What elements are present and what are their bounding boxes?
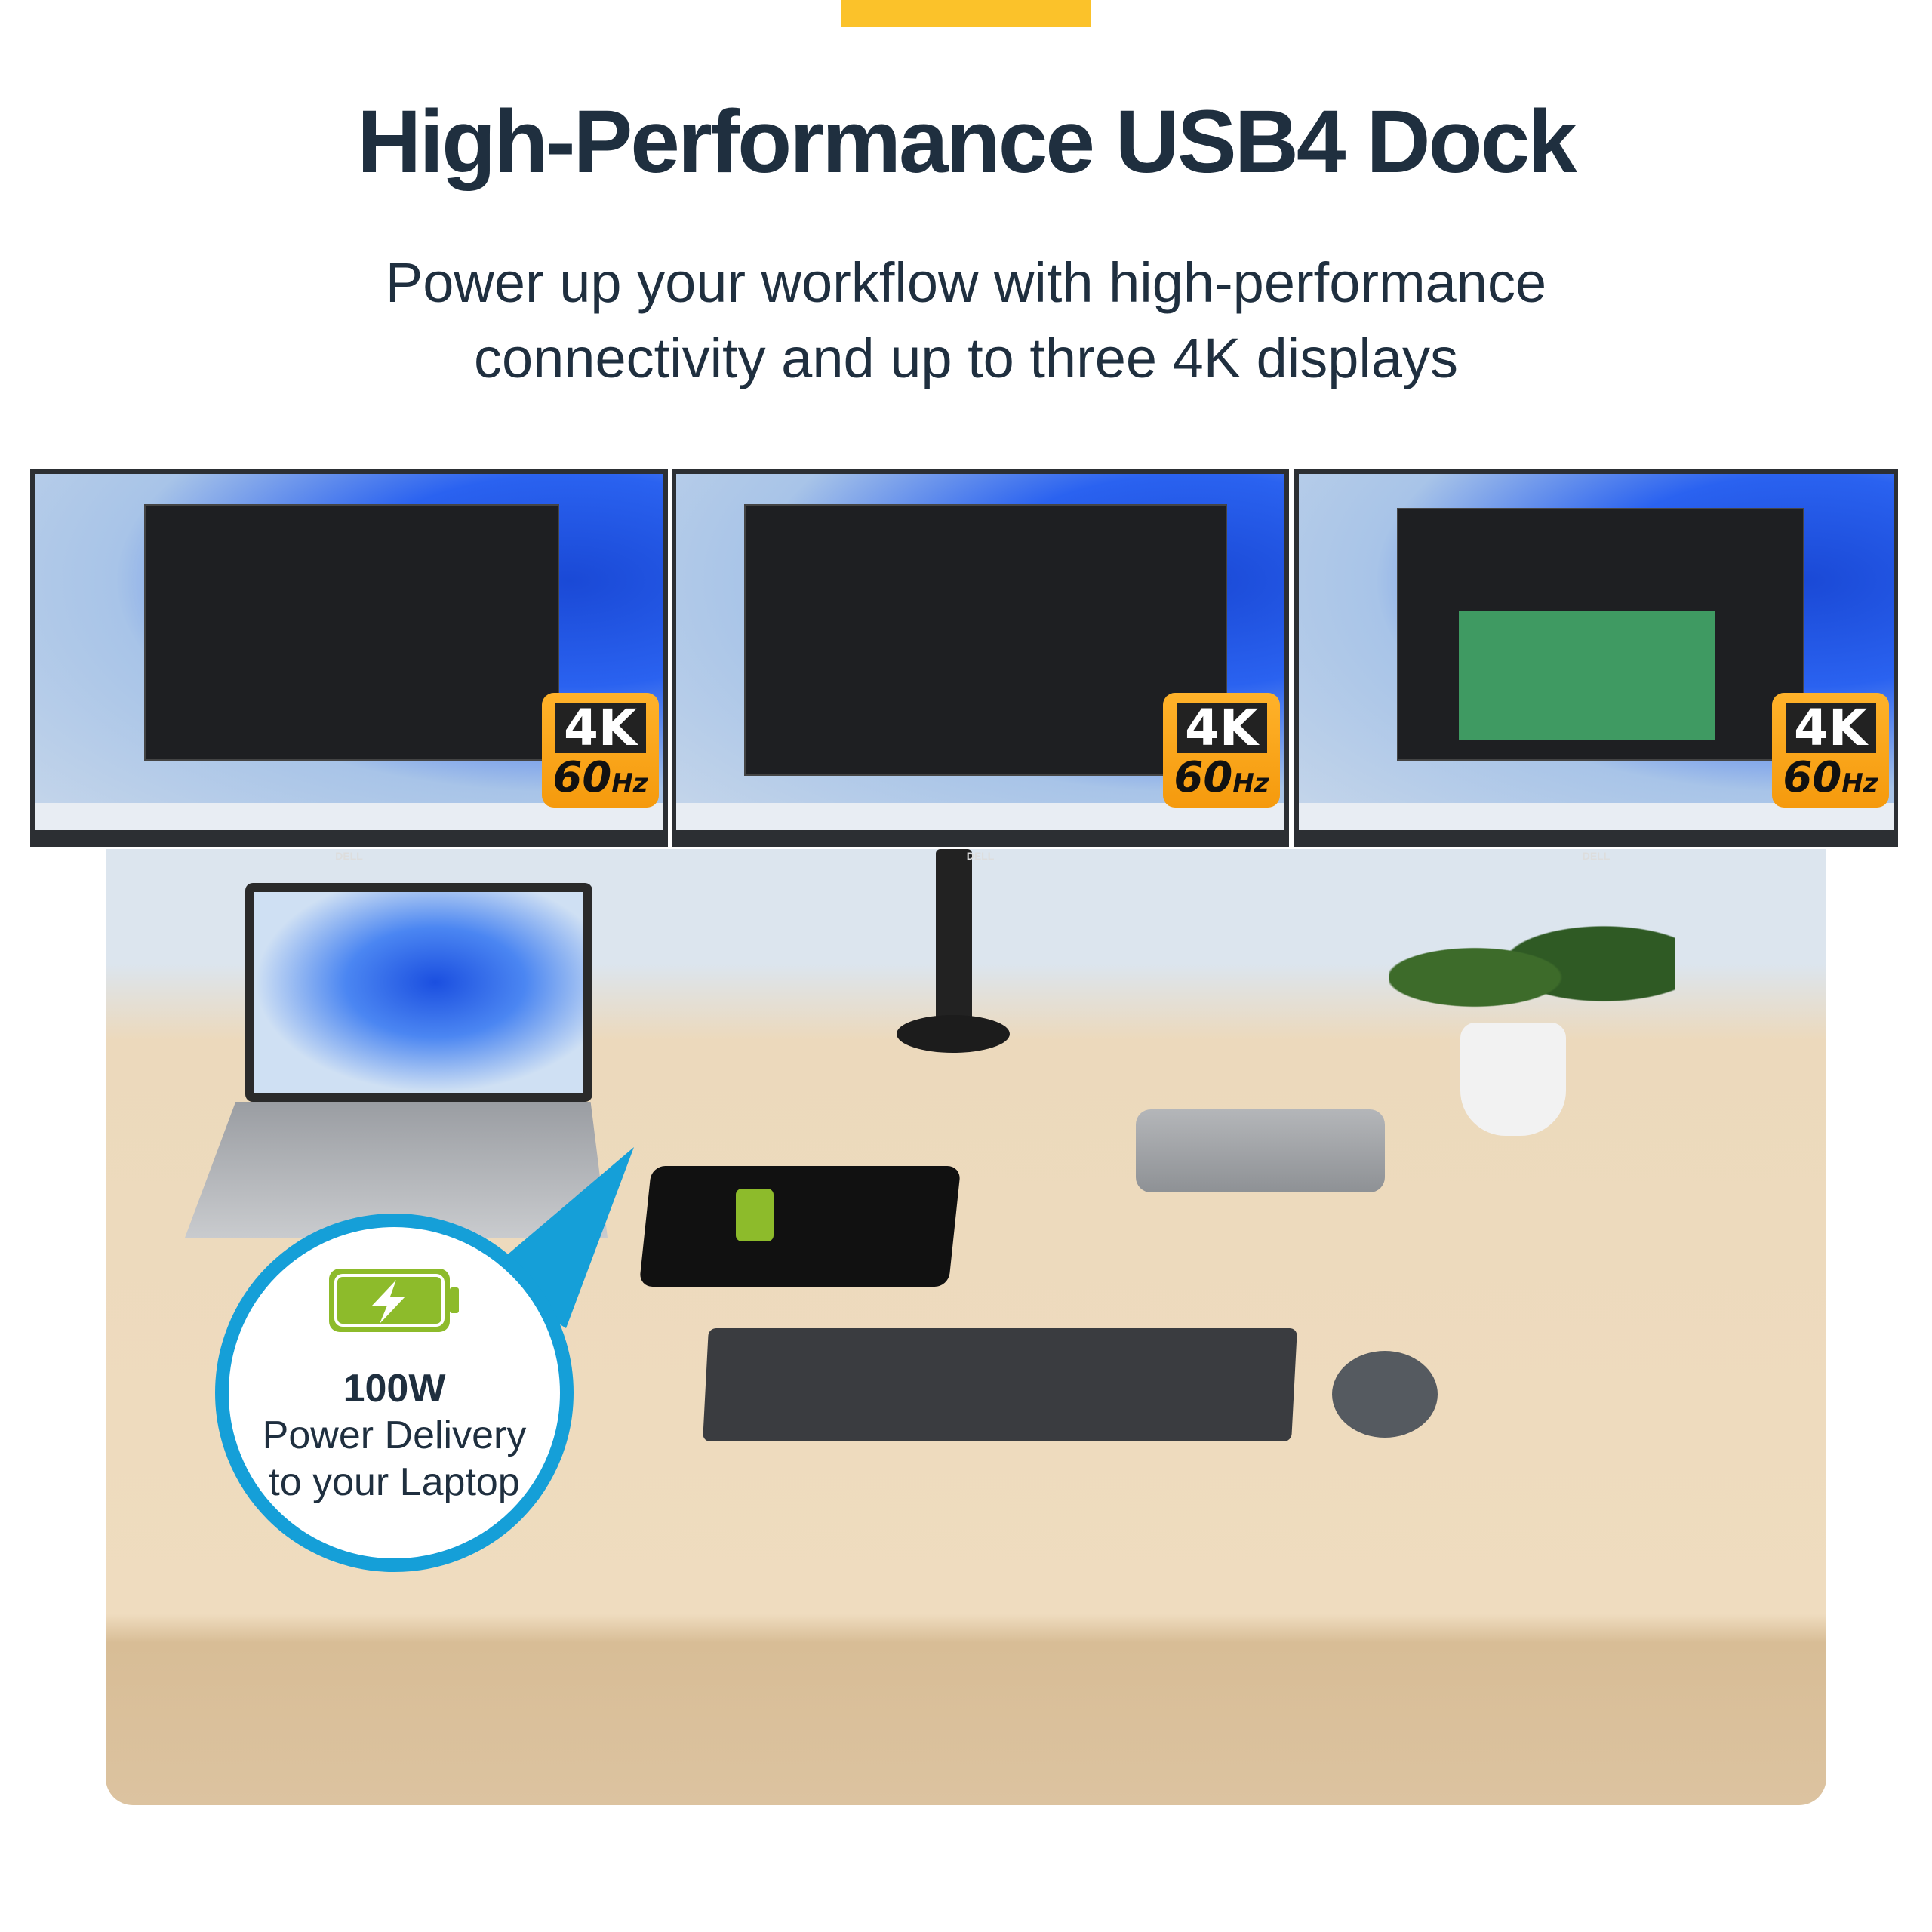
desk-scene	[106, 849, 1826, 1805]
monitor-brand: DELL	[335, 850, 363, 862]
power-delivery-callout: 100W Power Delivery to your Laptop	[215, 1214, 574, 1572]
subtitle-line-2: connectivity and up to three 4K displays	[474, 327, 1458, 389]
waveform	[1459, 611, 1715, 740]
laptop-screen	[254, 892, 583, 1093]
monitor-brand: DELL	[1582, 850, 1611, 862]
battery-charging-icon	[328, 1269, 459, 1332]
callout-wattage: 100W	[343, 1367, 446, 1411]
taskbar	[676, 803, 1284, 830]
badge-resolution: 4K	[555, 703, 646, 753]
callout-line-3: to your Laptop	[269, 1460, 520, 1504]
video-editor-window	[144, 504, 559, 761]
taskbar	[35, 803, 663, 830]
page-subtitle: Power up your workflow with high-perform…	[0, 245, 1932, 396]
audio-editor-window	[1397, 508, 1804, 761]
badge-refresh: 60Hz	[552, 753, 648, 802]
monitor-arm	[936, 849, 972, 1030]
tablet	[638, 1166, 961, 1287]
badge-resolution: 4K	[1176, 703, 1267, 753]
tablet-battery-icon	[736, 1189, 774, 1241]
monitor-brand: DELL	[966, 850, 995, 862]
taskbar	[1299, 803, 1894, 830]
badge-refresh: 60Hz	[1783, 753, 1878, 802]
plant-leaves	[1389, 909, 1675, 1045]
laptop	[245, 883, 592, 1102]
usb4-dock	[1136, 1109, 1385, 1192]
monitor-arm-base	[897, 1015, 1010, 1053]
accent-bar	[841, 0, 1091, 27]
document-editor-window	[744, 504, 1227, 776]
page-title: High-Performance USB4 Dock	[357, 92, 1577, 192]
badge-resolution: 4K	[1785, 703, 1876, 753]
keyboard	[703, 1328, 1297, 1441]
badge-refresh: 60Hz	[1174, 753, 1269, 802]
mouse	[1332, 1351, 1438, 1438]
callout-line-2: Power Delivery	[262, 1414, 527, 1457]
subtitle-line-1: Power up your workflow with high-perform…	[385, 251, 1547, 314]
